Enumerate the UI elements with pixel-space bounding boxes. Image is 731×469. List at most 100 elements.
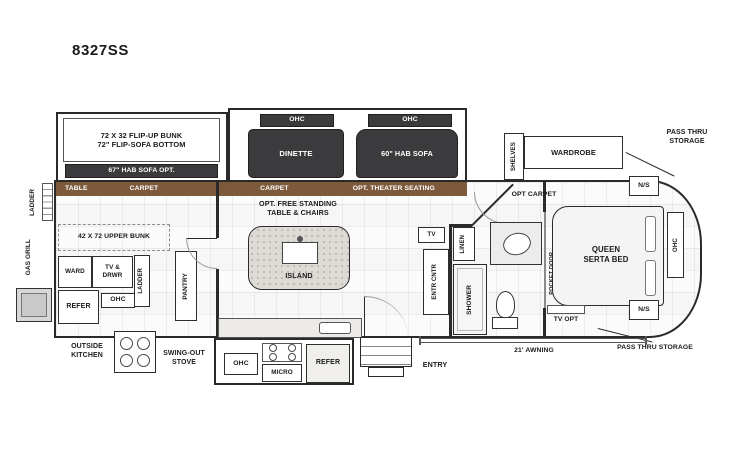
awning-tick-left [419,336,421,345]
pass-thru-top-line2: STORAGE [669,137,705,145]
kitchen-counter [218,318,362,338]
shower-glass [457,268,483,331]
entry-steps [360,337,412,367]
pantry-label: PANTRY [181,272,189,300]
entertainment-center-label: ENTR CNTR [432,264,439,300]
ohc-sofa: OHC [368,114,452,127]
tv: TV [418,227,445,243]
gas-grill [16,288,52,322]
dinette-label: DINETTE [279,148,313,158]
pass-thru-bottom-label: PASS THRU STORAGE [617,344,693,351]
flip-up-bunk-line2: 72" FLIP-SOFA BOTTOM [97,140,186,149]
awning-tick-right [645,336,647,345]
ohc-dinette-label: OHC [289,116,305,124]
bedroom-ohc-label: OHC [671,237,679,253]
carpet-rear-label: CARPET [129,184,159,192]
pass-thru-top-label: PASS THRU STORAGE [648,129,726,147]
bath-vanity [490,222,542,265]
ward-cabinet: WARD [58,256,92,288]
kitchen-refer-label: REFER [315,359,341,367]
bunkroom-ohc-label: OHC [110,296,126,304]
ohc-sofa-label: OHC [402,116,418,124]
free-standing-line1: OPT. FREE STANDING [259,199,337,208]
outside-kitchen-line1: OUTSIDE [71,343,103,350]
bunk-slide: 72 X 32 FLIP-UP BUNK 72" FLIP-SOFA BOTTO… [56,112,228,182]
upper-bunk: 42 X 72 UPPER BUNK [58,224,170,251]
kitchen-slide: OHC MICRO REFER [214,338,354,385]
island-sink [282,242,318,264]
hab-sofa-opt: 67" HAB SOFA OPT. [65,164,218,178]
burner-icon [137,354,150,367]
wardrobe: WARDROBE [524,136,623,169]
tv-label: TV [427,231,436,239]
burner-icon [120,337,133,350]
shelves: SHELVES [504,133,524,180]
tv-drawer-line2: DRWR [102,272,123,279]
linen-label: LINEN [460,234,467,254]
hab-sofa-opt-label: 67" HAB SOFA OPT. [108,166,175,174]
flip-up-bunk: 72 X 32 FLIP-UP BUNK 72" FLIP-SOFA BOTTO… [63,118,220,162]
bed-line1: QUEEN [591,245,621,254]
table-label: TABLE [65,184,88,192]
free-standing-label: OPT. FREE STANDING TABLE & CHAIRS [236,199,360,217]
shower-label: SHOWER [465,284,473,315]
kitchen-ohc: OHC [224,353,258,375]
toilet-bowl-icon [496,291,515,318]
shelves-label: SHELVES [510,141,518,172]
bunkroom-refer-label: REFER [66,302,91,310]
gas-grill-label-wrap: GAS GRILL [22,228,36,286]
bunk-ladder: LADDER [134,255,150,307]
bunkroom-refer: REFER [58,290,99,324]
living-slide: OHC OHC DINETTE 60" HAB SOFA [228,108,467,182]
carpet-main-label: CARPET [260,184,289,192]
tv-drawer-line1: TV & [105,264,120,272]
wall-bunkroom-lower [216,269,219,338]
burner-icon [287,344,296,353]
linen-cabinet: LINEN [453,227,475,261]
tv-opt-label: TV OPT [553,316,579,323]
front-cap-line-top [625,152,675,177]
wall-bedroom-lower [543,308,546,338]
bunk-ladder-label: LADDER [138,268,145,294]
microwave-label: MICRO [271,369,293,377]
pass-thru-top-line1: PASS THRU [666,129,708,136]
island-faucet-icon [297,236,303,242]
kitchen-refer: REFER [306,344,350,383]
swing-out-line1: SWING-OUT [163,350,205,357]
wall-bath-top-stub [449,224,472,227]
burner-icon [268,352,277,361]
island-label: ISLAND [285,271,313,280]
wall-bath-left [449,224,452,338]
entry-step-lower [368,367,404,377]
pillow-top [645,216,656,252]
free-standing-line2: TABLE & CHAIRS [267,208,329,217]
tv-opt-shelf [547,305,585,314]
rear-ladder [42,183,53,221]
entertainment-center: ENTR CNTR [423,249,449,315]
nightstand-top: N/S [629,176,659,196]
swing-out-stove-label: SWING-OUT STOVE [154,350,214,368]
pantry: PANTRY [175,251,197,321]
awning-label: 21' AWNING [514,347,554,354]
nightstand-bottom-label: N/S [638,305,650,313]
burner-icon [137,337,150,350]
gas-grill-label: GAS GRILL [24,238,32,276]
nightstand-bottom: N/S [629,300,659,320]
model-number: 8327SS [72,42,129,59]
ohc-dinette: OHC [260,114,334,127]
ward-label: WARD [65,268,85,276]
bath-sink-icon [500,229,534,259]
shower: SHOWER [453,264,487,335]
outside-kitchen-label: OUTSIDE KITCHEN [62,343,112,361]
wall-bedroom-upper [543,182,546,212]
awning-line [420,338,646,343]
kitchen-ohc-label: OHC [233,359,249,367]
hab-sofa-label: 60" HAB SOFA [381,149,433,158]
carpet-strip-rear: TABLE CARPET [56,182,228,196]
rear-ladder-label-wrap: LADDER [26,180,39,224]
outside-kitchen-line2: KITCHEN [71,351,103,359]
upper-bunk-label: 42 X 72 UPPER BUNK [77,233,151,241]
burner-icon [268,344,277,353]
pocket-door [544,212,546,308]
